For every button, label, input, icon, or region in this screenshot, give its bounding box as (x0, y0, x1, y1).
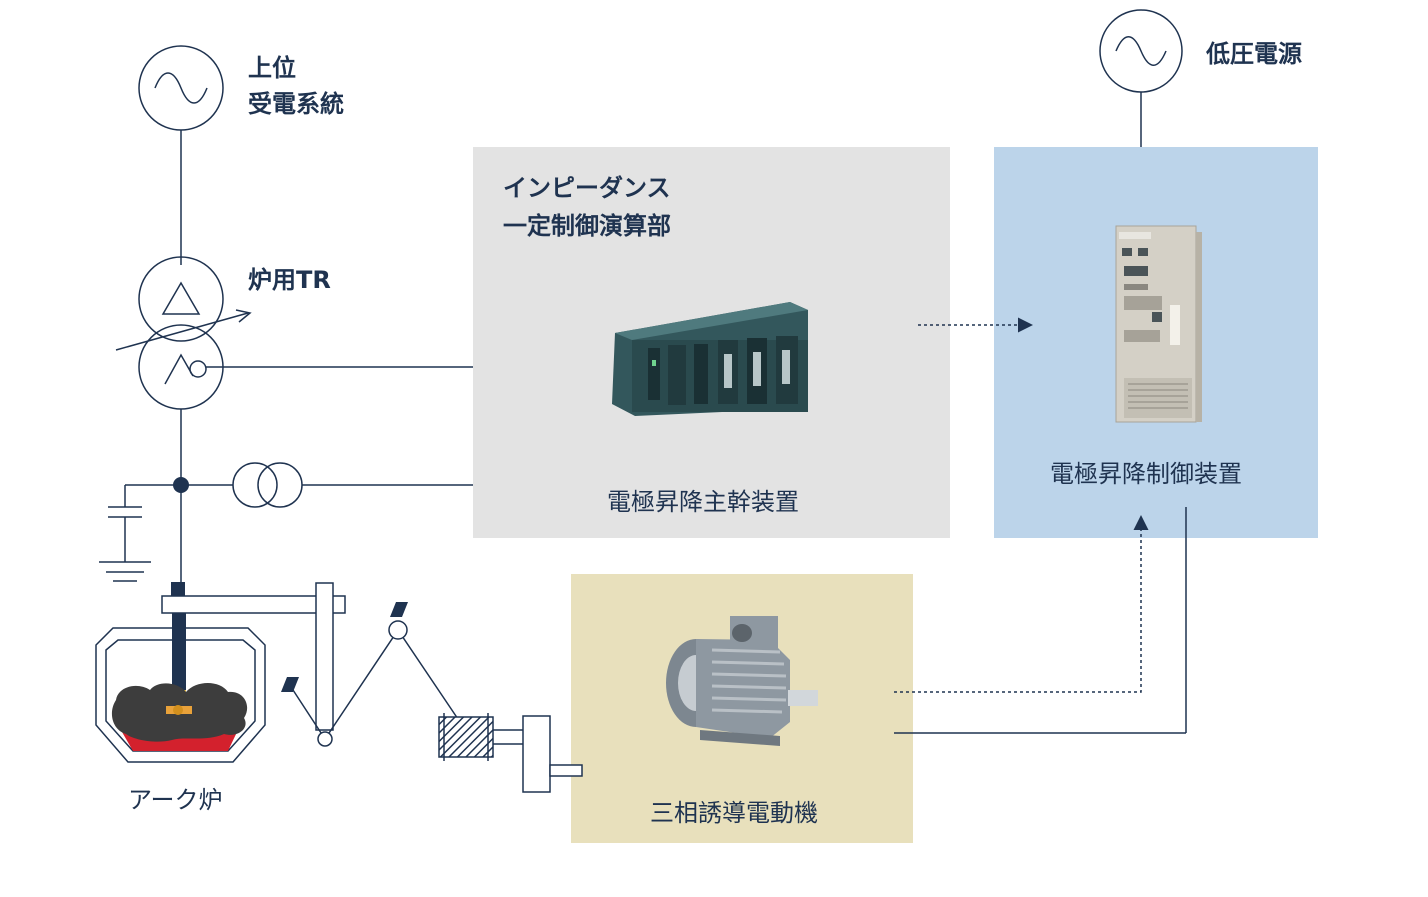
impedance-label-line1: インピーダンス (503, 174, 671, 202)
ac-source-upper-grid-icon (138, 45, 224, 131)
current-transformer-icon (232, 462, 303, 508)
electrode-icon (172, 613, 186, 690)
scrap-pile-icon (111, 683, 248, 751)
upper-grid-label-line1: 上位 (248, 54, 296, 82)
upper-grid-label-line2: 受電系統 (248, 90, 344, 118)
control-cabinet-icon (1115, 225, 1202, 423)
arc-furnace-label: アーク炉 (128, 786, 223, 814)
capacitor-ground-icon (99, 485, 151, 582)
impedance-label-line2: 一定制御演算部 (503, 212, 671, 240)
master-unit-label: 電極昇降主幹装置 (607, 488, 799, 516)
arc-furnace-vessel-icon (95, 627, 266, 763)
ac-source-low-voltage-icon (1099, 9, 1183, 93)
induction-motor-icon (666, 616, 818, 746)
furnace-transformer-icon (115, 256, 252, 410)
bus-junction-dot (173, 477, 189, 493)
motor-label: 三相誘導電動機 (650, 799, 818, 827)
low-voltage-source-label: 低圧電源 (1206, 40, 1302, 68)
furnace-tr-label: 炉用TR (248, 266, 331, 294)
control-unit-label: 電極昇降制御装置 (1050, 460, 1242, 488)
plc-device-icon (612, 302, 808, 416)
